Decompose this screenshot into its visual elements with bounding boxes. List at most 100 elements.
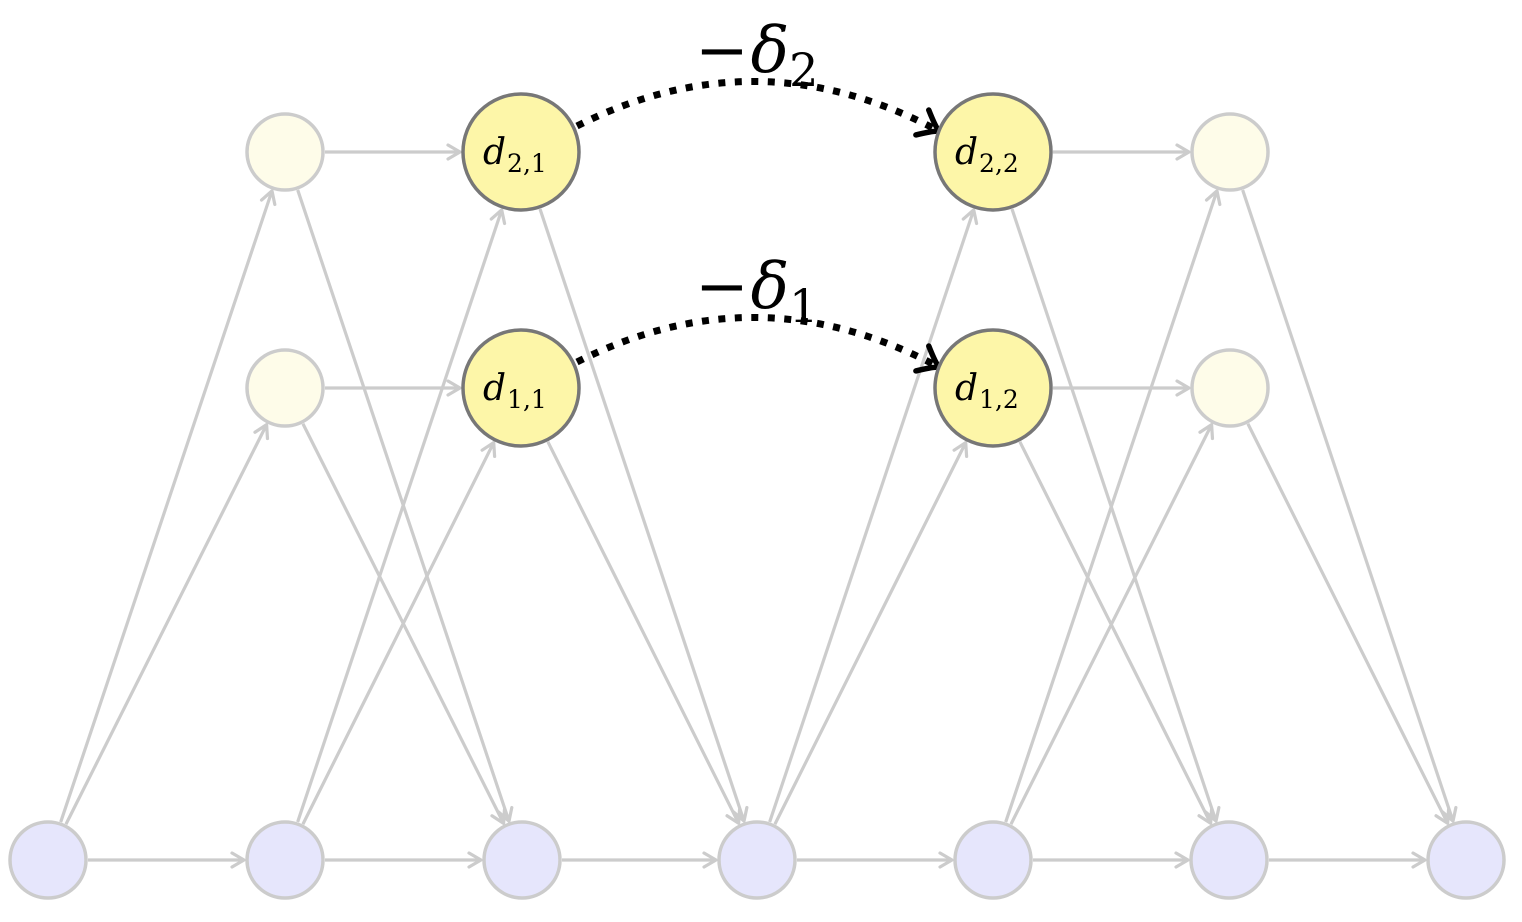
arrowhead: [480, 440, 497, 459]
faded-node-circle: [245, 348, 325, 428]
edge-u2b-b6: [1241, 189, 1458, 823]
edge-b0-u2a: [59, 189, 277, 823]
node-u1a: [245, 348, 325, 428]
node-b2: [482, 820, 562, 900]
arrowhead: [489, 208, 507, 226]
active-node-circle: [461, 328, 581, 448]
node-label-subscript: 2,2: [979, 149, 1019, 178]
node-label-main: d: [955, 368, 978, 409]
arrowhead: [1411, 851, 1427, 869]
edge-b0-u1a: [64, 423, 270, 825]
edge-line: [546, 440, 741, 825]
edge-line: [1004, 190, 1219, 823]
node-label-d22: d2,2: [955, 132, 1019, 178]
dotted-edge-layer: [575, 78, 943, 374]
edge-line: [64, 423, 269, 825]
arrowhead: [496, 805, 514, 823]
node-label-d11: d1,1: [483, 368, 547, 414]
edge-b1-b2: [325, 851, 483, 869]
dotted-edge-d21-d22: [575, 78, 943, 138]
node-b4: [953, 820, 1033, 900]
edge-d21-b3: [538, 208, 749, 823]
active-node-circle: [461, 92, 581, 212]
edge-line: [1246, 423, 1450, 825]
arrowhead: [961, 208, 979, 226]
node-b0: [8, 820, 88, 900]
edge-b4-u2b: [1004, 189, 1222, 823]
arrowhead: [1204, 805, 1221, 823]
delta-subscript: 1: [789, 279, 818, 333]
faded-node-circle: [1190, 348, 1270, 428]
arrowhead: [1441, 805, 1458, 823]
arrowhead: [725, 807, 742, 825]
dotted-curve: [575, 314, 935, 368]
node-u2b: [1190, 112, 1270, 192]
node-d22: d2,2: [933, 92, 1053, 212]
delta-label-layer: −δ2 − δ 1: [695, 14, 818, 333]
node-d11: d1,1: [461, 328, 581, 448]
arrowhead: [952, 440, 969, 459]
node-b3: [717, 820, 797, 900]
edge-line: [1010, 208, 1218, 822]
edge-u2a-d21: [325, 143, 462, 161]
arrowhead: [1174, 851, 1190, 869]
arrowhead: [467, 851, 483, 869]
node-b6: [1426, 820, 1506, 900]
edge-d12-b5: [1018, 440, 1214, 825]
node-b1: [245, 820, 325, 900]
arrowhead: [230, 851, 246, 869]
arrowhead: [1175, 143, 1191, 161]
edge-u1a-d11: [325, 379, 462, 397]
dotted-edge-d11-d12: [575, 314, 943, 374]
node-d12: d1,2: [933, 328, 1053, 448]
edge-line: [296, 209, 504, 823]
edge-b4-u1b: [1009, 423, 1215, 825]
edge-line: [538, 208, 746, 822]
delta-label-2: −δ2: [695, 14, 818, 97]
bottom-node-circle: [953, 820, 1033, 900]
edge-b0-b1: [88, 851, 246, 869]
delta-symbol: δ: [751, 14, 790, 88]
node-label-subscript: 1,1: [507, 385, 547, 414]
node-layer: d1,1d2,1d1,2d2,2: [8, 92, 1506, 900]
edge-b3-b4: [797, 851, 954, 869]
node-label-d12: d1,2: [955, 368, 1019, 414]
edge-line: [768, 209, 976, 823]
node-u1b: [1190, 348, 1270, 428]
edge-b5-b6: [1269, 851, 1427, 869]
arrowhead: [1175, 379, 1191, 397]
minus-sign: −: [695, 250, 749, 324]
active-node-circle: [933, 328, 1053, 448]
arrowhead: [938, 851, 954, 869]
node-label-main: d: [483, 368, 506, 409]
faded-node-circle: [245, 112, 325, 192]
edge-line: [59, 190, 274, 823]
node-label-subscript: 2,1: [507, 149, 547, 178]
node-label-d21: d2,1: [483, 132, 547, 178]
edge-line: [1241, 189, 1455, 822]
edge-b3-d22: [768, 208, 979, 823]
edge-b4-b5: [1033, 851, 1190, 869]
edge-line: [1009, 423, 1214, 825]
dotted-curve: [575, 78, 935, 132]
bottom-node-circle: [1189, 820, 1269, 900]
delta-subscript: 2: [789, 43, 818, 97]
arrowhead: [259, 189, 277, 207]
bottom-node-circle: [245, 820, 325, 900]
arrowhead: [1204, 189, 1222, 207]
node-d21: d2,1: [461, 92, 581, 212]
faded-node-circle: [1190, 112, 1270, 192]
bottom-node-circle: [717, 820, 797, 900]
arrowhead: [253, 423, 270, 441]
edge-u1b-b6: [1246, 423, 1451, 825]
node-label-subscript: 1,2: [979, 385, 1019, 414]
edge-b3-d12: [773, 440, 969, 825]
active-node-circle: [933, 92, 1053, 212]
edge-d11-b3: [546, 440, 742, 825]
bottom-node-circle: [1426, 820, 1506, 900]
node-label-main: d: [483, 132, 506, 173]
edge-layer: [59, 143, 1458, 869]
edge-line: [1018, 440, 1213, 825]
arrowhead: [1197, 807, 1214, 825]
edge-d12-u1b: [1053, 379, 1191, 397]
